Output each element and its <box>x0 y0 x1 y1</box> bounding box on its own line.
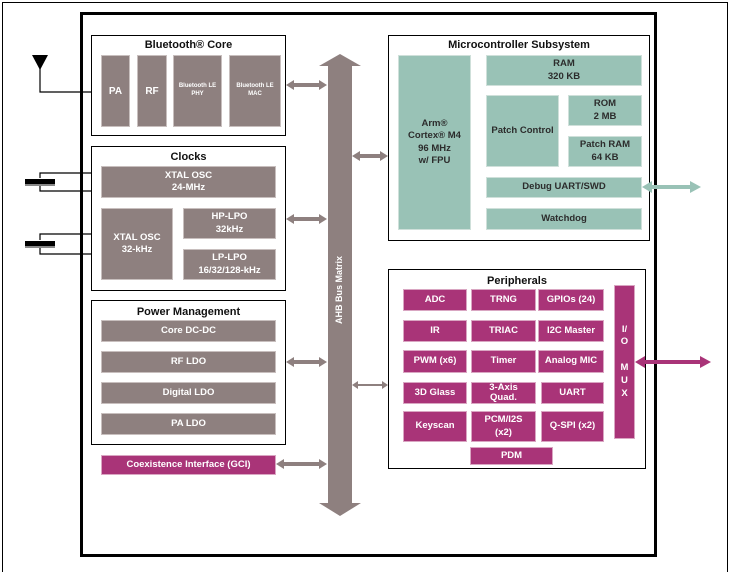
bluetooth-le-mac-block: Bluetooth LE MAC <box>229 55 281 127</box>
lp-lpo-block: LP-LPO 16/32/128-kHz <box>183 249 276 280</box>
chip-boundary <box>80 12 657 557</box>
coexistence-bus-arrow <box>276 459 327 469</box>
pa-block: PA <box>101 55 130 127</box>
crystal-24mhz-icon <box>25 172 101 192</box>
bluetooth-le-phy-block: Bluetooth LE PHY <box>173 55 222 127</box>
rf-block: RF <box>137 55 167 127</box>
digital-ldo-block: Digital LDO <box>101 382 276 404</box>
pwm-block: PWM (x6) <box>403 350 467 373</box>
mcu-bus-arrow <box>352 151 388 161</box>
rf-ldo-block: RF LDO <box>101 351 276 373</box>
patch-control-block: Patch Control <box>486 95 559 167</box>
analog-mic-block: Analog MIC <box>538 350 604 373</box>
pcm-i2s-block: PCM/I2S (x2) <box>471 411 536 442</box>
q-spi-block: Q-SPI (x2) <box>541 411 604 442</box>
pdm-block: PDM <box>470 447 553 465</box>
trng-block: TRNG <box>471 289 536 311</box>
keyscan-block: Keyscan <box>403 411 467 442</box>
core-dc-dc-block: Core DC-DC <box>101 320 276 342</box>
uart-block: UART <box>541 382 604 404</box>
gpios-block: GPIOs (24) <box>538 289 604 311</box>
ahb-bus-matrix-label: AHB Bus Matrix <box>334 255 344 325</box>
bluetooth-bus-arrow <box>286 80 327 90</box>
peripherals-bus-arrow <box>352 381 388 389</box>
power-bus-arrow <box>286 357 327 367</box>
3d-glass-block: 3D Glass <box>403 382 467 404</box>
crystal-32khz-icon <box>25 233 101 255</box>
debug-uart-swd-block: Debug UART/SWD <box>486 177 642 198</box>
coexistence-interface-block: Coexistence Interface (GCI) <box>101 455 276 475</box>
power-management-title: Power Management <box>136 306 241 318</box>
xtal-osc-32khz-block: XTAL OSC 32-kHz <box>101 208 173 280</box>
pa-ldo-block: PA LDO <box>101 413 276 435</box>
watchdog-block: Watchdog <box>486 208 642 230</box>
ram-block: RAM 320 KB <box>486 55 642 86</box>
patch-ram-block: Patch RAM 64 KB <box>568 136 642 167</box>
clocks-title: Clocks <box>170 151 207 163</box>
peripherals-title: Peripherals <box>487 275 547 287</box>
rom-block: ROM 2 MB <box>568 95 642 126</box>
adc-block: ADC <box>403 289 467 311</box>
ir-block: IR <box>403 320 467 342</box>
microcontroller-title: Microcontroller Subsystem <box>448 39 590 51</box>
io-mux-external-arrow <box>635 356 711 368</box>
timer-block: Timer <box>471 350 536 373</box>
triac-block: TRIAC <box>471 320 536 342</box>
hp-lpo-block: HP-LPO 32kHz <box>183 208 276 239</box>
ahb-bus-matrix-arrow <box>319 54 361 516</box>
antenna-icon <box>32 55 48 70</box>
3-axis-quad-block: 3-Axis Quad. <box>471 382 536 404</box>
i2c-master-block: I2C Master <box>538 320 604 342</box>
debug-external-arrow <box>642 181 701 193</box>
clocks-bus-arrow <box>286 214 327 224</box>
antenna-line <box>39 68 101 93</box>
io-mux-block: I/ O M U X <box>614 285 635 439</box>
xtal-osc-24mhz-block: XTAL OSC 24-MHz <box>101 166 276 198</box>
arm-cortex-m4-block: Arm® Cortex® M4 96 MHz w/ FPU <box>398 55 471 230</box>
bluetooth-core-title: Bluetooth® Core <box>144 39 233 51</box>
